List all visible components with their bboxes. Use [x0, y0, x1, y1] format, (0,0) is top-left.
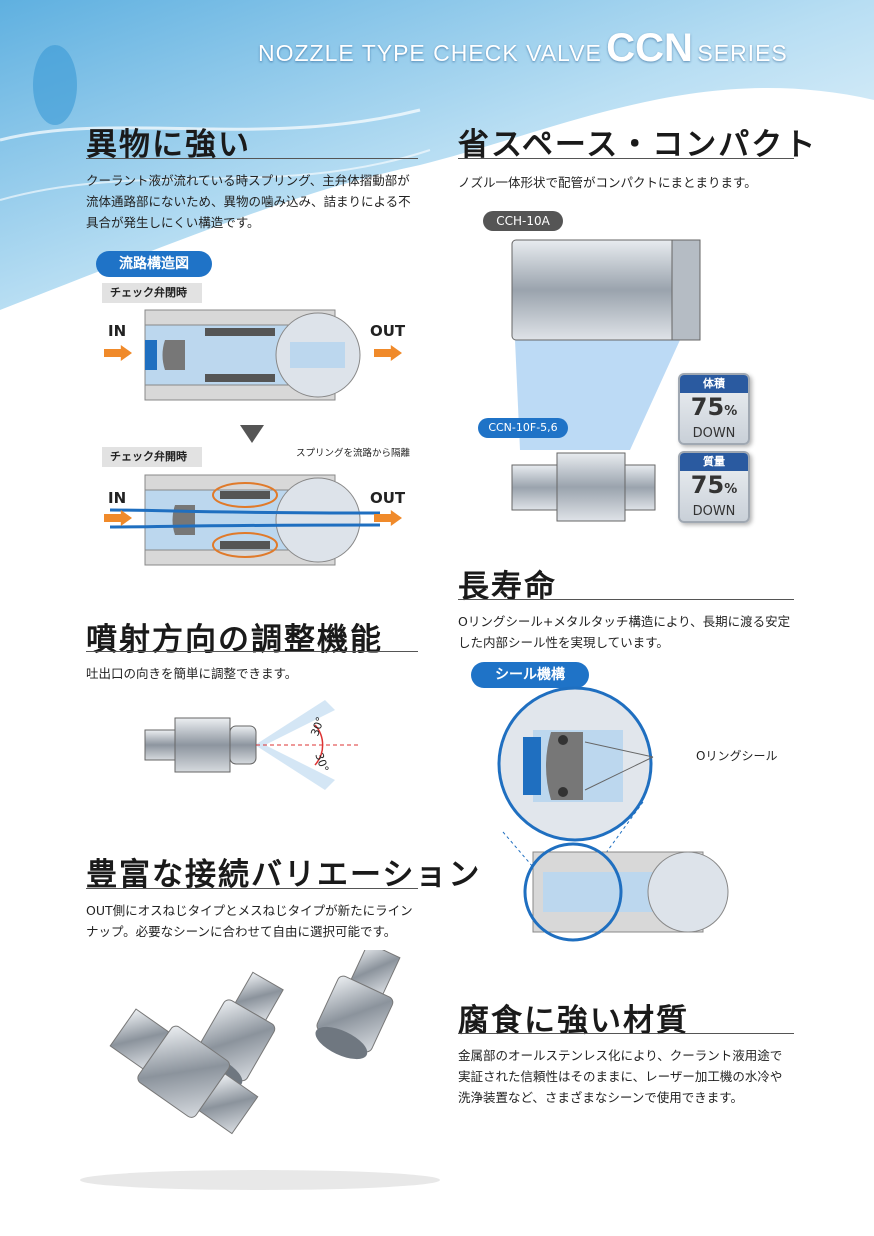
- open-valve-diagram: [109, 474, 381, 566]
- check-closed-tag: チェック弁閉時: [102, 283, 202, 303]
- section-rule: [86, 158, 418, 159]
- volume-badge: 体積 75% DOWN: [678, 373, 750, 445]
- section-text-spray-direction: 吐出口の向きを簡単に調整できます。: [86, 666, 298, 681]
- out-label-open: OUT: [370, 489, 406, 507]
- weight-badge: 質量 75% DOWN: [678, 451, 750, 523]
- closed-valve-diagram: [144, 309, 361, 401]
- in-arrow-closed: [104, 345, 132, 361]
- header-prefix: NOZZLE TYPE CHECK VALVE: [258, 40, 602, 66]
- section-title-compact: 省スペース・コンパクト: [458, 127, 818, 163]
- section-text-corrosion: 金属部のオールステンレス化により、クーラント液用途で 実証された信頼性はそのまま…: [458, 1048, 783, 1105]
- section-rule: [458, 158, 794, 159]
- seal-mechanism-illustration: [497, 686, 729, 942]
- model-ccn-label: CCN-10F-5,6: [478, 418, 568, 438]
- seal-mechanism-pill: シール機構: [471, 662, 589, 688]
- section-rule: [86, 888, 418, 889]
- flow-structure-pill: 流路構造図: [96, 251, 212, 277]
- section-text-foreign-matter: クーラント液が流れている時スプリング、主弁体摺動部が 流体通路部にないため、異物…: [86, 173, 411, 230]
- section-rule: [458, 599, 794, 600]
- section-text-long-life: Oリングシール+メタルタッチ構造により、長期に渡る安定 した内部シール性を実現し…: [458, 614, 791, 650]
- connection-products-illustration: [80, 950, 440, 1190]
- section-rule: [458, 1033, 794, 1034]
- in-arrow-open: [104, 510, 132, 526]
- header-brand: CCN: [606, 26, 693, 70]
- oring-label: Oリングシール: [696, 749, 778, 763]
- in-label-closed: IN: [108, 322, 127, 340]
- section-text-connection-variations: OUT側にオスねじタイプとメスねじタイプが新たにライン ナップ。必要なシーンに合…: [86, 903, 413, 939]
- section-title-foreign-matter: 異物に強い: [86, 127, 251, 163]
- water-background: [0, 0, 874, 310]
- out-arrow-closed: [374, 345, 402, 361]
- model-cch-label: CCH-10A: [483, 211, 563, 231]
- spring-note: スプリングを流路から隔離: [296, 448, 411, 459]
- down-triangle-icon: [240, 425, 264, 443]
- in-label-open: IN: [108, 489, 127, 507]
- section-rule: [86, 651, 418, 652]
- section-text-compact: ノズル一体形状で配管がコンパクトにまとまります。: [458, 175, 757, 190]
- out-label-closed: OUT: [370, 322, 406, 340]
- out-arrow-open: [374, 510, 402, 526]
- section-title-spray-direction: 噴射方向の調整機能: [86, 622, 383, 658]
- header-suffix: SERIES: [697, 40, 788, 66]
- spray-nozzle-illustration: [144, 700, 360, 790]
- check-open-tag: チェック弁開時: [102, 447, 202, 467]
- page-header: NOZZLE TYPE CHECK VALVE CCN SERIES: [258, 26, 788, 71]
- section-title-connection-variations: 豊富な接続バリエーション: [86, 857, 482, 893]
